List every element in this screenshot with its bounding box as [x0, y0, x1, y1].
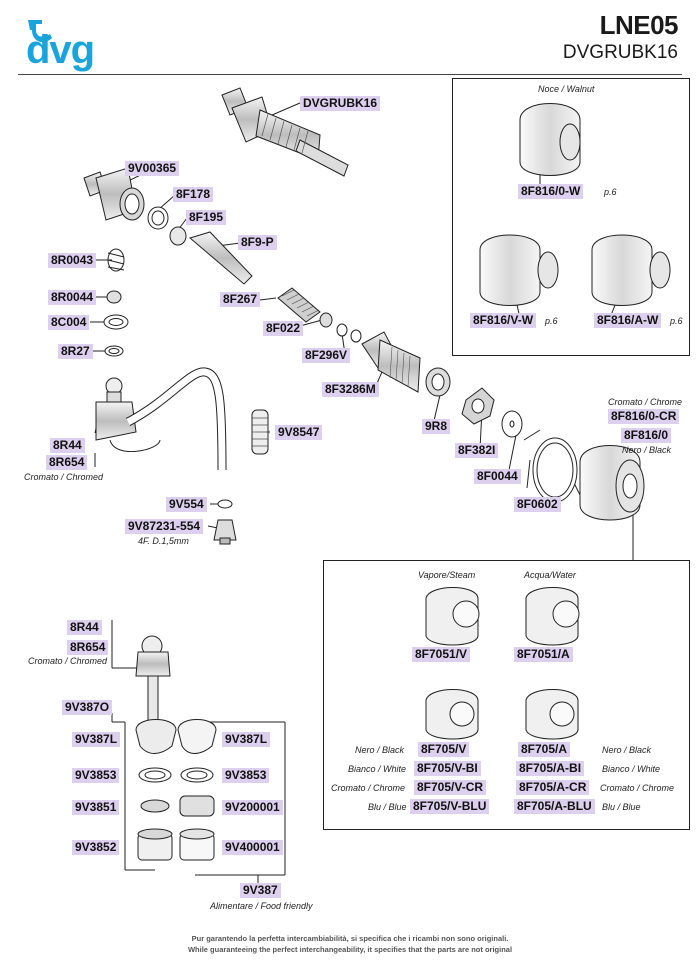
label-8r27: 8R27 [58, 344, 93, 359]
label-8f9p: 8F9-P [238, 235, 277, 250]
label-8f178: 8F178 [173, 187, 214, 202]
label-8f816-0: 8F816/0 [621, 428, 672, 443]
label-8r0043: 8R0043 [48, 253, 97, 268]
caption-cromato-chrome-top: Cromato / Chrome [608, 397, 683, 407]
caption-nero-black-top: Nero / Black [622, 445, 672, 455]
label-8f296v: 8F296V [302, 348, 351, 363]
label-8f0044: 8F0044 [474, 469, 521, 484]
label-9v00365: 9V00365 [125, 161, 180, 176]
caption-nero-black-right: Nero / Black [602, 745, 652, 755]
label-8f705a: 8F705/A [518, 742, 571, 757]
label-9v400001: 9V400001 [222, 840, 283, 855]
caption-bianco-white-right: Bianco / White [602, 764, 661, 774]
label-8f0602: 8F0602 [514, 497, 561, 512]
label-8f022: 8F022 [263, 321, 304, 336]
footer-disclaimer-en: While guaranteeing the perfect interchan… [187, 945, 513, 954]
label-9v387o: 9V387O [62, 700, 113, 715]
label-9v387l-right: 9V387L [222, 732, 271, 747]
label-8c004: 8C004 [48, 315, 90, 330]
label-dvgrubk16: DVGRUBK16 [300, 96, 381, 111]
label-9v387l-left: 9V387L [72, 732, 121, 747]
label-8f7051v: 8F7051/V [412, 647, 471, 662]
product-code: DVGRUBK16 [562, 42, 678, 63]
label-8r0044: 8R0044 [48, 290, 97, 305]
label-8r654-b: 8R654 [67, 640, 109, 655]
label-8f382i: 8F382I [455, 443, 499, 458]
label-9v387: 9V387 [240, 883, 281, 898]
caption-acqua-water: Acqua/Water [524, 570, 576, 580]
knob-variants-box [452, 78, 690, 356]
caption-p6-b: p.6 [545, 316, 558, 326]
model-code: LNE05 [599, 10, 679, 40]
brand-logo-text: dvg [26, 28, 95, 72]
label-8f816-vw: 8F816/V-W [470, 313, 537, 328]
label-9v3851: 9V3851 [72, 800, 120, 815]
label-8f705v: 8F705/V [418, 742, 470, 757]
caption-blu-blue-left: Blu / Blue [368, 802, 407, 812]
header-divider [18, 74, 682, 75]
label-8f267: 8F267 [220, 292, 261, 307]
footer-disclaimer-it: Pur garantendo la perfetta intercambiabi… [191, 934, 509, 943]
caption-p6-a: p.6 [604, 187, 617, 197]
caption-cromato-chromed-b: Cromato / Chromed [28, 656, 108, 666]
label-9v200001: 9V200001 [222, 800, 283, 815]
caption-cromato-chromed-a: Cromato / Chromed [24, 472, 104, 482]
label-8f705acr: 8F705/A-CR [516, 780, 590, 795]
label-9v8547: 9V8547 [275, 425, 323, 440]
caption-food-friendly: Alimentare / Food friendly [210, 901, 313, 911]
label-8f3286m: 8F3286M [322, 382, 379, 397]
label-8r654-a: 8R654 [46, 455, 88, 470]
label-9v3853-right: 9V3853 [222, 768, 270, 783]
caption-cromato-chrome-left: Cromato / Chrome [331, 783, 406, 793]
caption-fitting-spec: 4F. D.1,5mm [138, 536, 189, 546]
label-8f816-0cr: 8F816/0-CR [608, 409, 680, 424]
label-8f705vcr: 8F705/V-CR [414, 780, 487, 795]
label-9v3852: 9V3852 [72, 840, 120, 855]
label-8f705vbi: 8F705/V-BI [414, 761, 481, 776]
label-8f7051a: 8F7051/A [514, 647, 573, 662]
label-8f816-aw: 8F816/A-W [594, 313, 662, 328]
insert-variants-box [323, 560, 690, 830]
label-9r8: 9R8 [422, 419, 451, 434]
caption-cromato-chrome-right: Cromato / Chrome [600, 783, 675, 793]
label-9v87231: 9V87231-554 [125, 519, 204, 534]
label-9v554: 9V554 [166, 497, 207, 512]
caption-blu-blue-right: Blu / Blue [602, 802, 641, 812]
caption-p6-c: p.6 [670, 316, 683, 326]
label-8f705vblu: 8F705/V-BLU [410, 799, 490, 814]
caption-nero-black-left: Nero / Black [355, 745, 405, 755]
caption-noce-walnut: Noce / Walnut [538, 84, 595, 94]
label-8f705ablu: 8F705/A-BLU [514, 799, 595, 814]
caption-bianco-white-left: Bianco / White [348, 764, 407, 774]
label-8f816-0w: 8F816/0-W [518, 184, 584, 199]
dvg-logo-icon [28, 20, 52, 43]
label-8f195: 8F195 [186, 210, 227, 225]
label-9v3853-left: 9V3853 [72, 768, 120, 783]
label-8r44-b: 8R44 [67, 620, 102, 635]
label-8f705abi: 8F705/A-BI [516, 761, 585, 776]
label-8r44-a: 8R44 [50, 438, 85, 453]
caption-vapore-steam: Vapore/Steam [418, 570, 476, 580]
